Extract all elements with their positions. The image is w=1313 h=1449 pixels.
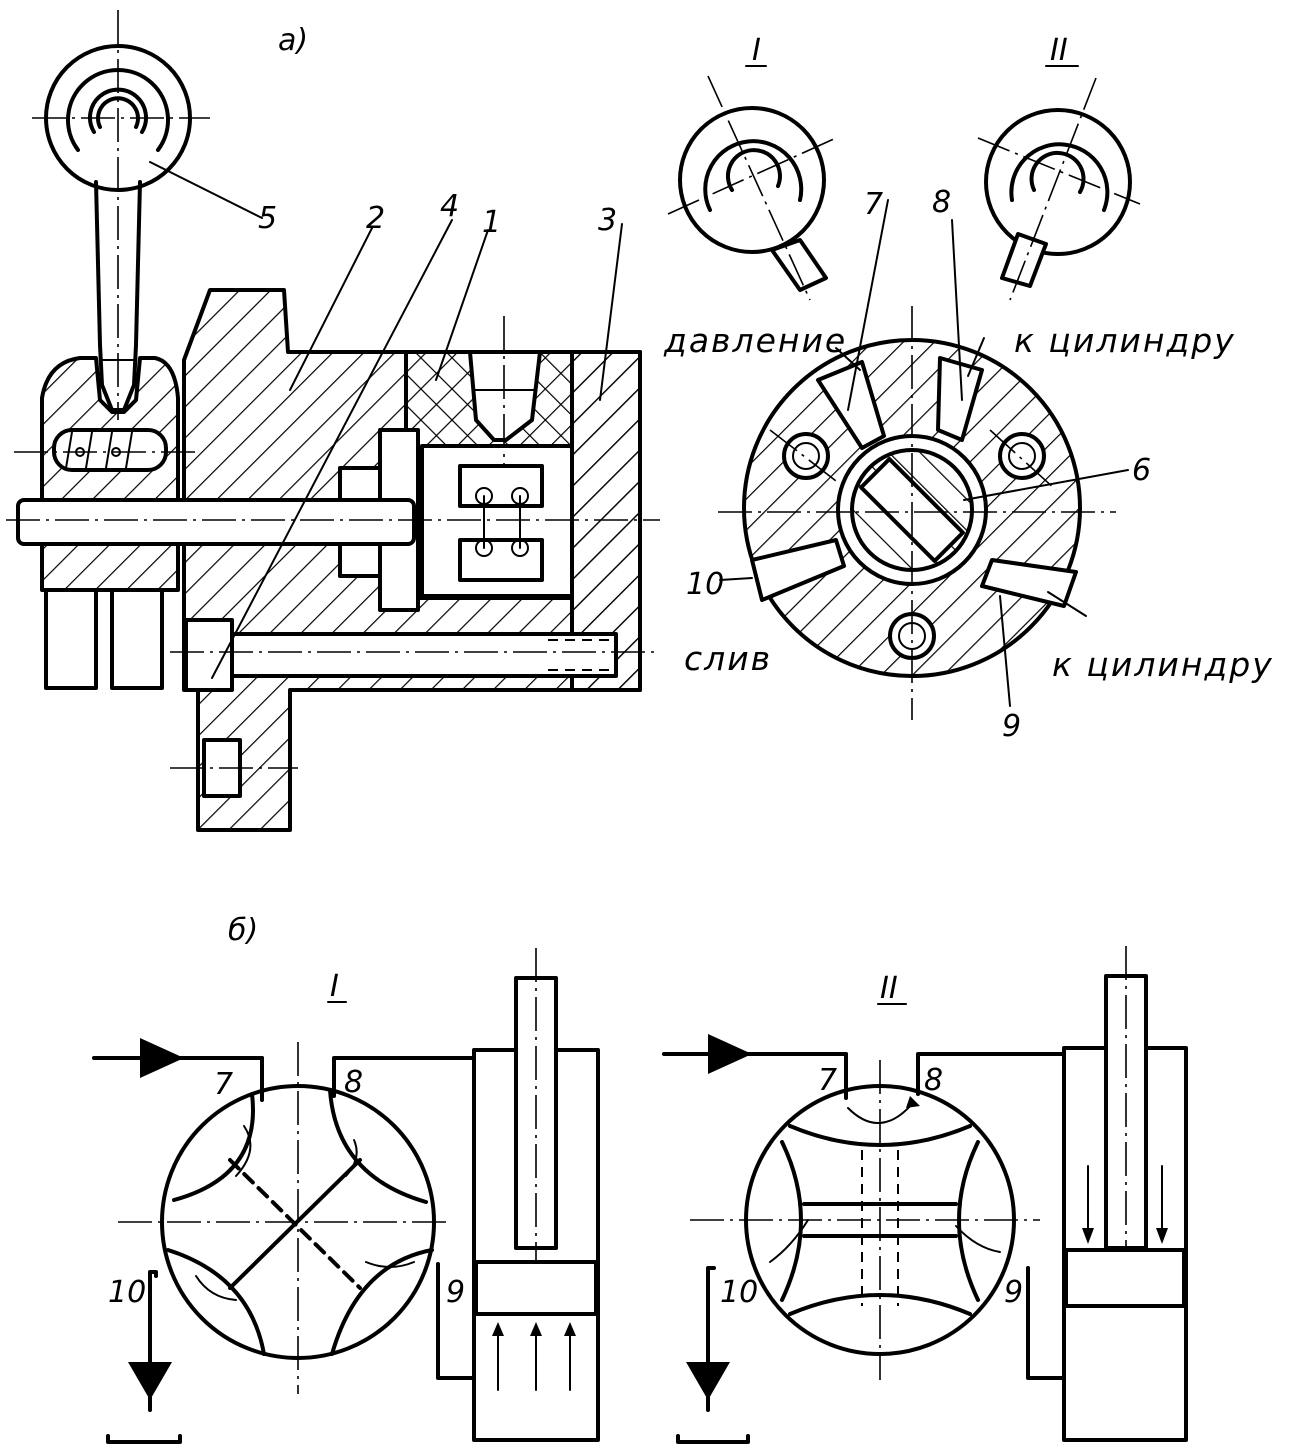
leaders-cross [719, 199, 1129, 707]
handle-knob [32, 10, 210, 420]
cylinder-ii [1062, 946, 1188, 1442]
scheme-i-port-7: 7 [214, 1067, 233, 1102]
scheme-i-port-9: 9 [446, 1275, 465, 1310]
callout-6: 6 [1132, 453, 1151, 488]
callout-9: 9 [1002, 709, 1021, 744]
port-drain-label: слив [684, 639, 772, 678]
scheme-ii-port-8: 8 [924, 1063, 943, 1098]
cylinder-i [472, 948, 600, 1442]
port-to-cylinder-top-label: к цилиндру [1014, 321, 1236, 360]
scheme-i-port-10: 10 [108, 1275, 146, 1310]
position-i-knob: I [667, 33, 837, 301]
position-i-label: I [752, 33, 761, 68]
panel-b-scheme-i: б) I [92, 913, 600, 1444]
panel-b-scheme-ii: II [662, 946, 1188, 1444]
callout-8: 8 [932, 185, 951, 220]
callout-4: 4 [440, 189, 459, 224]
panel-a-label: а) [278, 23, 308, 58]
scheme-ii-label: II [880, 971, 898, 1006]
callout-2: 2 [366, 201, 385, 236]
callout-1: 1 [482, 205, 501, 240]
housing-cross-section [718, 306, 1116, 720]
port-pressure-label: давление [663, 321, 847, 360]
leaders-a [149, 161, 623, 679]
valve-body [6, 288, 660, 832]
callout-10: 10 [686, 567, 724, 602]
scheme-ii-port-10: 10 [720, 1275, 758, 1310]
scheme-ii-port-7: 7 [818, 1063, 837, 1098]
scheme-i-port-8: 8 [344, 1065, 363, 1100]
scheme-ii-port-9: 9 [1004, 1275, 1023, 1310]
callout-7: 7 [864, 187, 883, 222]
panel-b-label: б) [228, 913, 258, 948]
scheme-i-label: I [330, 969, 339, 1004]
panel-a-cross-section: I II [663, 33, 1274, 744]
callout-3: 3 [598, 203, 617, 238]
position-ii-knob: II [977, 33, 1141, 301]
port-to-cylinder-bottom-label: к цилиндру [1052, 645, 1274, 684]
panel-a-section: а) 5 2 4 1 3 [6, 10, 660, 832]
callout-5: 5 [258, 201, 277, 236]
position-ii-label: II [1050, 33, 1068, 68]
